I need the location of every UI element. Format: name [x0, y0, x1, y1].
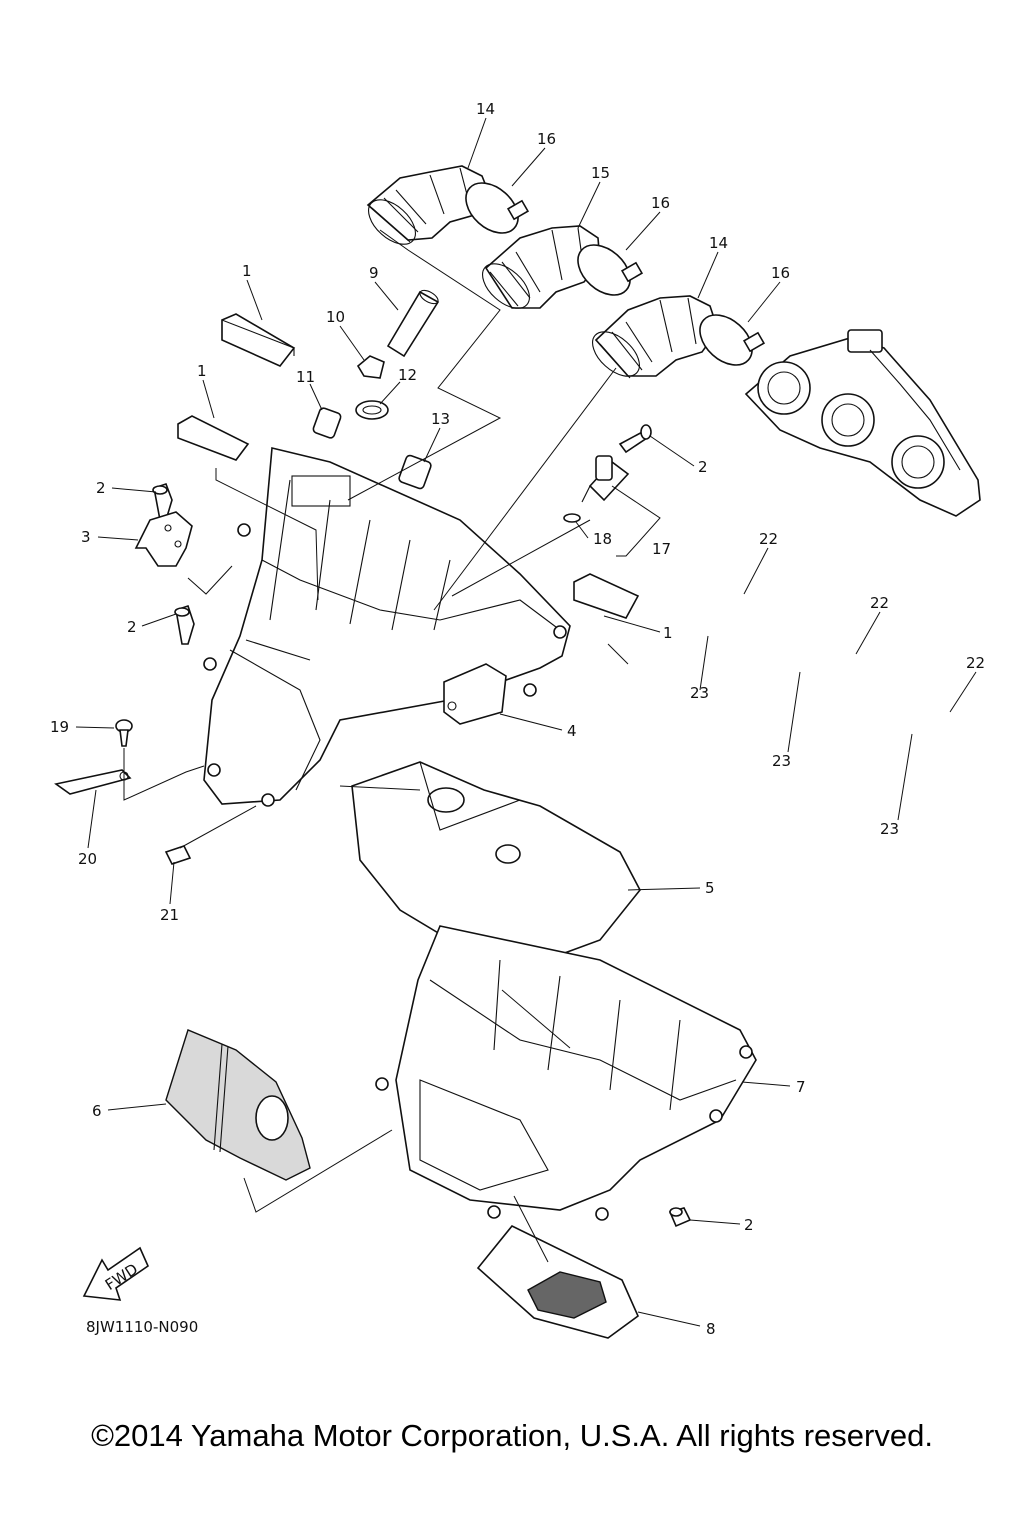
filter-element-1-upper: [221, 313, 296, 367]
duct-6: [165, 1029, 311, 1181]
callout-22b: 22: [870, 594, 889, 612]
o-ring-18: [563, 513, 581, 523]
band-20: [54, 769, 132, 795]
filter-element-1-left: [177, 415, 250, 461]
callout-1c: 1: [663, 624, 673, 642]
callout-1a: 1: [242, 262, 252, 280]
bolt-2-mid-left: [174, 604, 195, 645]
callout-19: 19: [50, 718, 69, 736]
sleeve-9: [386, 289, 440, 358]
leader-lines: [75, 117, 977, 1327]
screw-19: [115, 719, 133, 747]
air-filter-case-lower: [375, 925, 757, 1221]
fwd-direction-arrow: FWD: [82, 1246, 150, 1301]
bolt-2-top-right: [618, 424, 652, 454]
air-filter-case-upper: [203, 447, 571, 807]
callout-14a: 14: [476, 100, 495, 118]
callout-22c: 22: [966, 654, 985, 672]
filter-element-1-right: [573, 573, 640, 619]
callout-23c: 23: [880, 820, 899, 838]
callout-2c: 2: [698, 458, 708, 476]
callout-2a: 2: [96, 479, 106, 497]
hose-clamp-16-upper: [465, 182, 530, 234]
cover-5: [351, 761, 641, 963]
duct-seal-4: [443, 663, 507, 725]
callout-21: 21: [160, 906, 179, 924]
hose-clamp-16-lower: [699, 314, 766, 366]
grommet-11: [312, 407, 342, 439]
clip-21: [164, 845, 192, 865]
intake-joint-14-lower: [592, 295, 719, 379]
callout-22a: 22: [759, 530, 778, 548]
callout-16a: 16: [537, 130, 556, 148]
callout-15: 15: [591, 164, 610, 182]
throttle-body-assembly: [744, 329, 981, 517]
mesh-screen-8: [476, 1225, 639, 1339]
diagram-code: 8JW1110-N090: [86, 1318, 199, 1336]
callout-labels: 14 16 15 16 14 16 1 9 10 1 11 12 13 2 2 …: [50, 100, 985, 1338]
bolt-2-top-left: [152, 482, 173, 521]
callout-16b: 16: [651, 194, 670, 212]
callout-5: 5: [705, 879, 715, 897]
callout-16c: 16: [771, 264, 790, 282]
callout-23b: 23: [772, 752, 791, 770]
callout-2d: 2: [744, 1216, 754, 1234]
grommet-13: [398, 454, 432, 490]
sensor-17: [581, 455, 630, 503]
callout-14b: 14: [709, 234, 728, 252]
callout-18: 18: [593, 530, 612, 548]
bolt-2-bottom-right: [668, 1207, 692, 1228]
callout-11: 11: [296, 368, 315, 386]
callout-8: 8: [706, 1320, 716, 1338]
callout-10: 10: [326, 308, 345, 326]
callout-17: 17: [652, 540, 671, 558]
callout-7: 7: [796, 1078, 806, 1096]
callout-2b: 2: [127, 618, 137, 636]
callout-9: 9: [369, 264, 379, 282]
callout-12: 12: [398, 366, 417, 384]
bracket-3: [134, 511, 193, 567]
grommet-12: [355, 400, 389, 420]
callout-20: 20: [78, 850, 97, 868]
copyright-notice: ©2014 Yamaha Motor Corporation, U.S.A. A…: [91, 1418, 933, 1453]
callout-23a: 23: [690, 684, 709, 702]
callout-6: 6: [92, 1102, 102, 1120]
clip-10: [356, 355, 385, 379]
callout-13: 13: [431, 410, 450, 428]
callout-3: 3: [81, 528, 91, 546]
callout-4: 4: [567, 722, 577, 740]
hose-clamp-16-middle: [577, 244, 644, 296]
callout-1b: 1: [197, 362, 207, 380]
